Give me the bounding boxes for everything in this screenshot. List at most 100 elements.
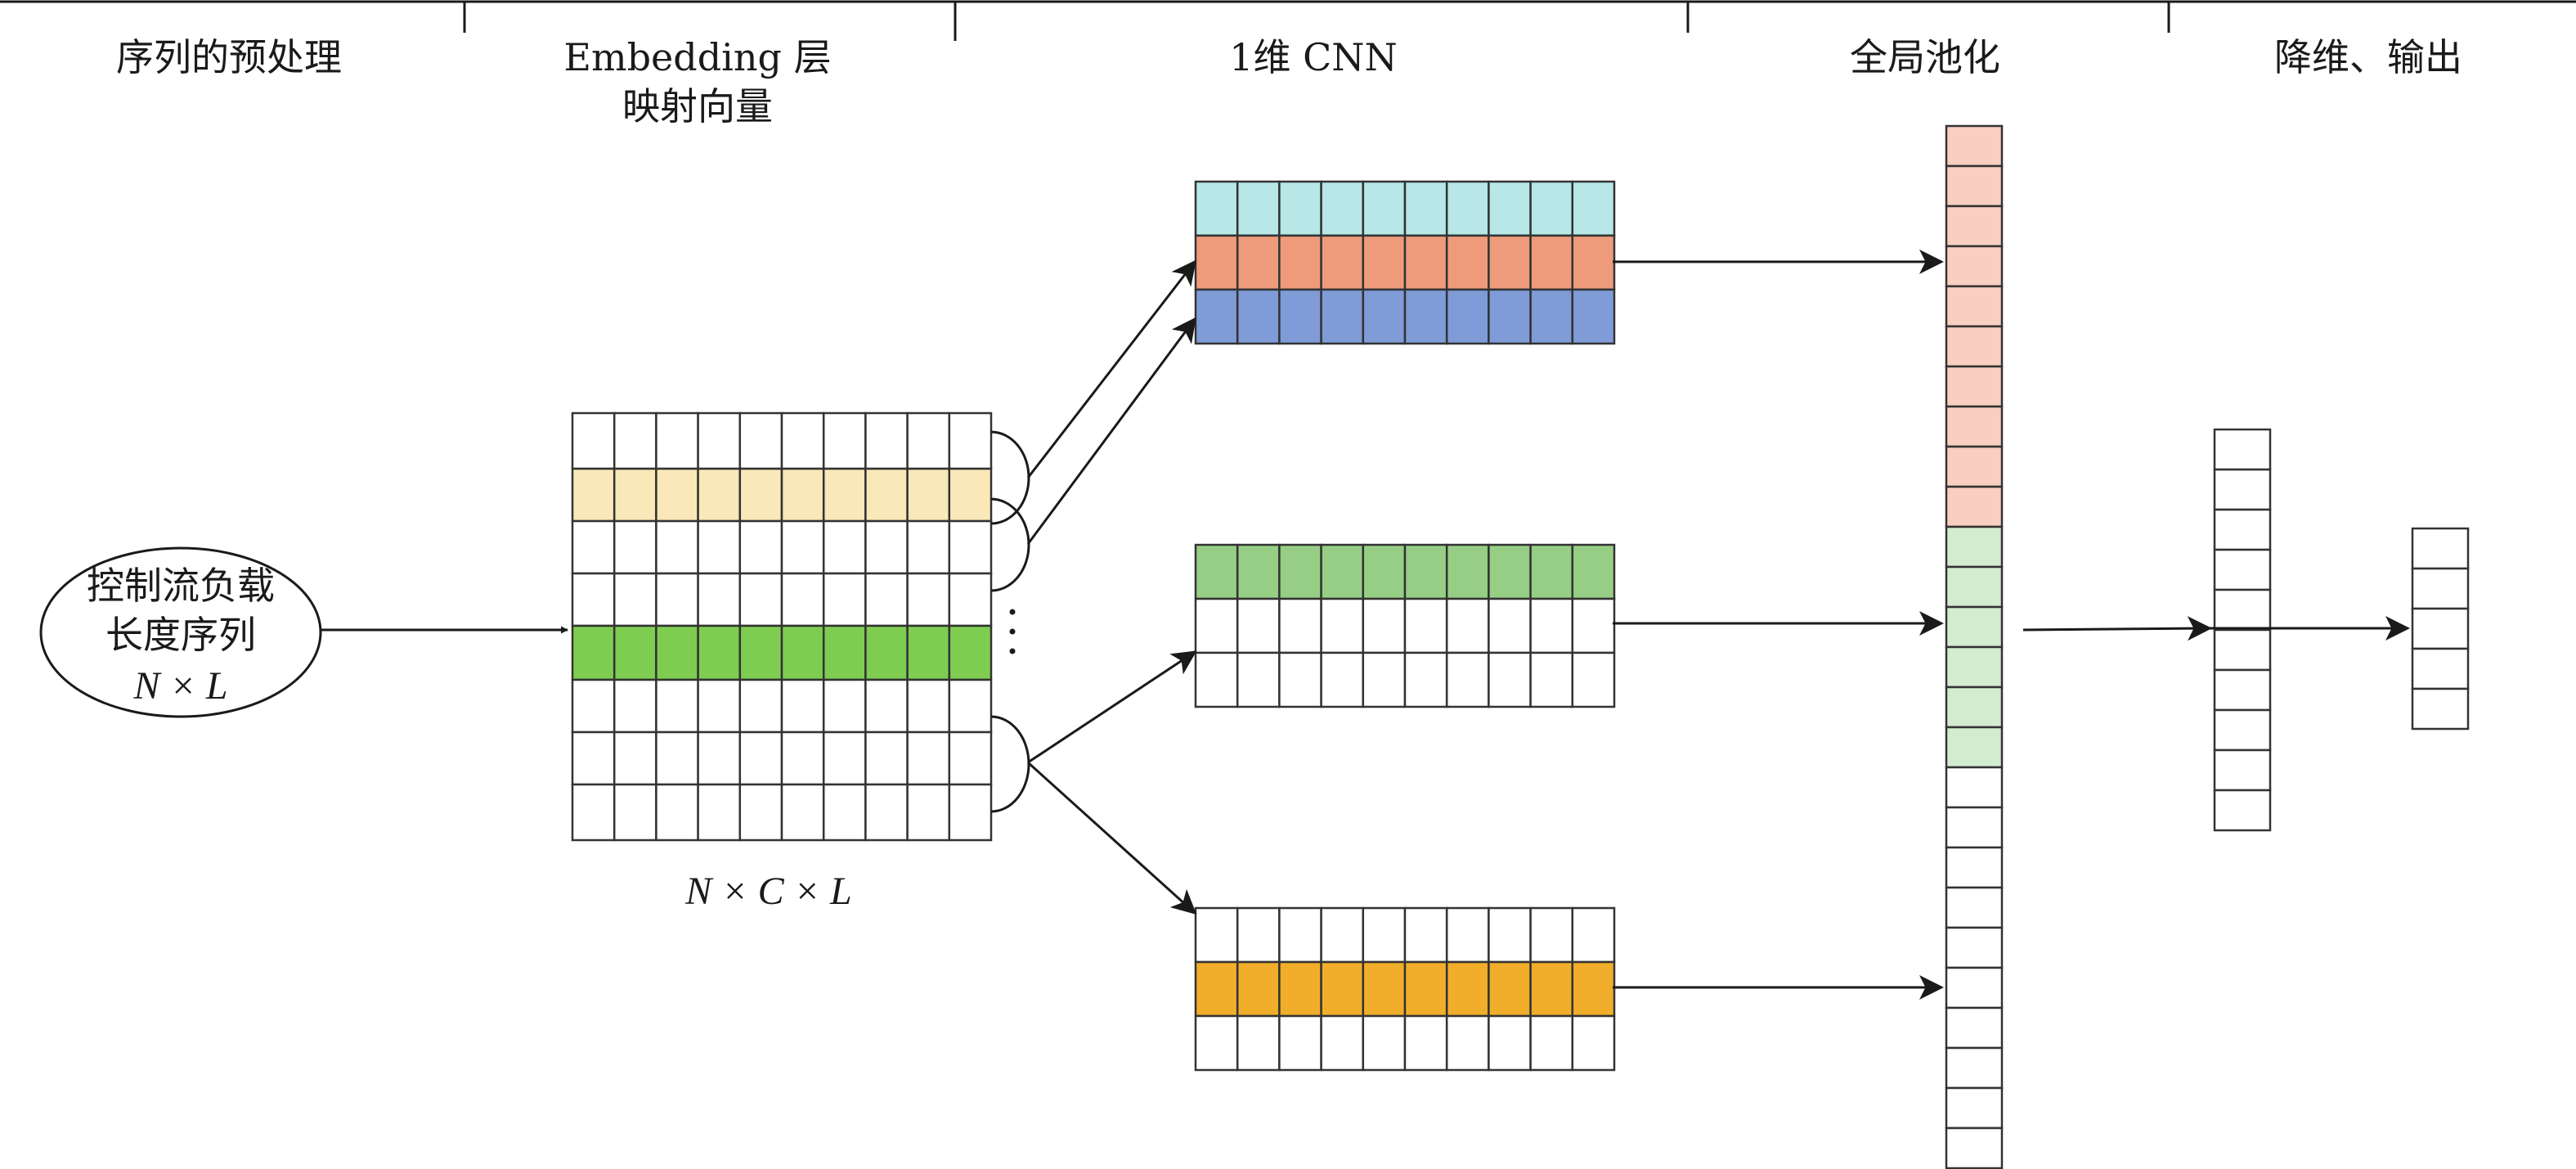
embedding-cell	[697, 467, 742, 523]
embedding-cell	[780, 678, 825, 734]
cnn-cell	[1403, 1014, 1448, 1072]
cnn-cell	[1403, 960, 1448, 1018]
arrow-conv-to-map-b	[1027, 650, 1197, 764]
dense-cell	[2213, 789, 2272, 832]
cnn-cell	[1236, 906, 1281, 964]
cnn-cell	[1403, 597, 1448, 654]
embedding-cell	[655, 519, 699, 575]
embedding-cell	[822, 519, 867, 575]
embedding-cell	[864, 783, 909, 842]
pool-cell	[1945, 645, 2004, 689]
embedding-cell	[697, 678, 742, 734]
cnn-cell	[1236, 543, 1281, 600]
embedding-cell	[948, 731, 993, 786]
header-output: 降维、输出	[2274, 35, 2462, 79]
header-cnn: 1维 CNN	[1229, 35, 1398, 79]
pool-cell	[1945, 926, 2004, 969]
conv-arc-top-2	[990, 497, 1030, 592]
header-embedding-sub: 映射向量	[622, 84, 773, 128]
cnn-cell	[1445, 543, 1490, 600]
cnn-cell	[1194, 906, 1239, 964]
embedding-cell	[655, 411, 699, 470]
embedding-cell	[655, 467, 699, 523]
cnn-cell	[1571, 651, 1616, 708]
pool-cell	[1945, 846, 2004, 889]
cnn-cell	[1362, 543, 1407, 600]
cnn-cell	[1529, 288, 1574, 345]
embedding-cell	[948, 467, 993, 523]
cnn-cell	[1362, 180, 1407, 237]
embedding-cell	[864, 678, 909, 734]
cnn-cell	[1445, 960, 1490, 1018]
embedding-cell	[571, 783, 616, 842]
cnn-cell	[1362, 906, 1407, 964]
cnn-cell	[1362, 597, 1407, 654]
dense-cell	[2213, 668, 2272, 712]
cnn-cell	[1571, 288, 1616, 345]
embedding-cell	[655, 731, 699, 786]
embedding-cell	[655, 624, 699, 681]
pool-cell	[1945, 205, 2004, 248]
embedding-cell	[864, 411, 909, 470]
pool-cell	[1945, 405, 2004, 448]
embedding-matrix	[571, 411, 993, 842]
pool-cell	[1945, 124, 2004, 168]
embedding-cell	[655, 572, 699, 627]
cnn-cell	[1320, 651, 1365, 708]
cnn-cell	[1236, 597, 1281, 654]
embedding-cell	[864, 519, 909, 575]
embedding-cell	[571, 519, 616, 575]
cnn-cell	[1571, 180, 1616, 237]
cnn-cell	[1403, 288, 1448, 345]
embedding-cell	[738, 411, 783, 470]
embedding-cell	[738, 731, 783, 786]
pool-cell	[1945, 485, 2004, 528]
dense-cell	[2213, 708, 2272, 752]
cnn-cell	[1488, 180, 1532, 237]
cnn-cell	[1278, 288, 1322, 345]
cnn-cell	[1488, 234, 1532, 291]
cnn-cell	[1320, 180, 1365, 237]
pool-cell	[1945, 565, 2004, 609]
cnn-cell	[1529, 234, 1574, 291]
cnn-cell	[1194, 1014, 1239, 1072]
embedding-cell	[571, 467, 616, 523]
cnn-cell	[1236, 651, 1281, 708]
embedding-cell	[780, 519, 825, 575]
embedding-cell	[948, 519, 993, 575]
embedding-cell	[822, 411, 867, 470]
cnn-cell	[1278, 597, 1322, 654]
pool-cell	[1945, 806, 2004, 849]
embedding-cell	[655, 678, 699, 734]
header-preprocessing: 序列的预处理	[116, 35, 342, 79]
cnn-cell	[1194, 597, 1239, 654]
embedding-cell	[697, 624, 742, 681]
embedding-cell	[906, 678, 951, 734]
cnn-cell	[1236, 960, 1281, 1018]
embedding-cell	[613, 731, 657, 786]
embedding-cell	[613, 624, 657, 681]
arrow-conv-to-map-c	[1026, 761, 1197, 915]
embedding-cell	[906, 783, 951, 842]
cnn-cell	[1488, 288, 1532, 345]
cnn-cell	[1488, 651, 1532, 708]
cnn-cell	[1194, 960, 1239, 1018]
pool-cell	[1945, 245, 2004, 288]
cnn-cell	[1529, 180, 1574, 237]
embedding-cell	[571, 678, 616, 734]
pool-cell	[1945, 686, 2004, 729]
output-cell	[2411, 687, 2470, 731]
pool-cell	[1945, 726, 2004, 769]
embedding-cell	[948, 783, 993, 842]
embedding-cell	[906, 467, 951, 523]
cnn-feature-maps	[1194, 180, 1616, 1072]
pool-cell	[1945, 1126, 2004, 1169]
cnn-cell	[1445, 597, 1490, 654]
cnn-cell	[1194, 288, 1239, 345]
embedding-cell	[822, 572, 867, 627]
cnn-cell	[1403, 651, 1448, 708]
cnn-cell	[1488, 597, 1532, 654]
cnn-cell	[1529, 906, 1574, 964]
cnn-cell	[1445, 1014, 1490, 1072]
